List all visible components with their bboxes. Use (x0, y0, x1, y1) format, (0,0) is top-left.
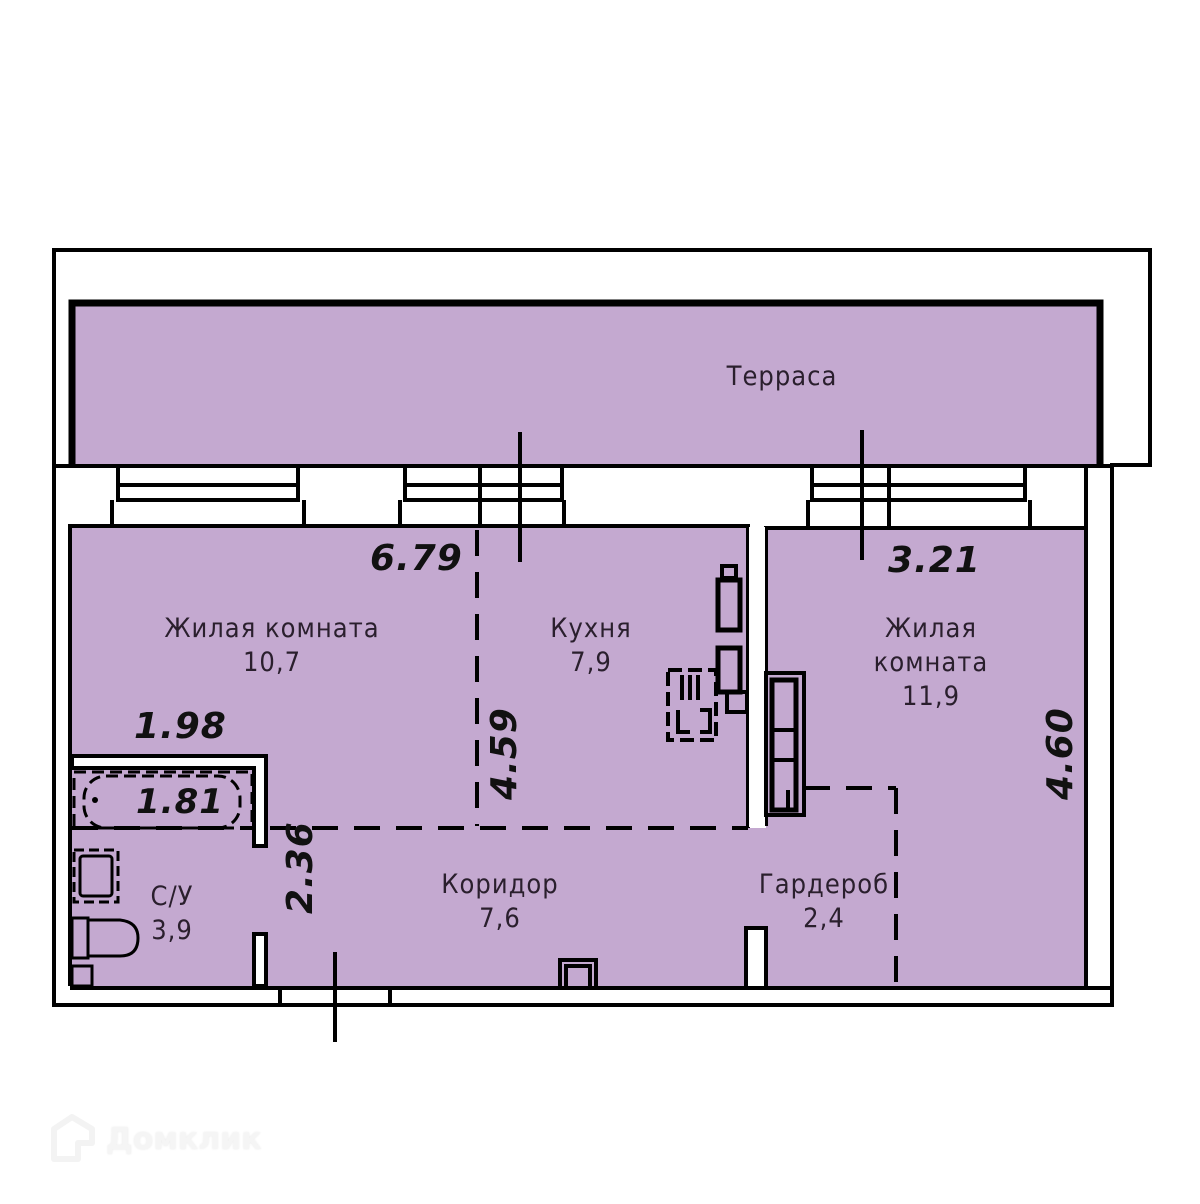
terrace-parapet (68, 299, 1104, 465)
room-name: С/У (150, 881, 194, 912)
dim-bath-width: 1.98 (134, 706, 227, 747)
room-name-line1: Жилая (885, 613, 977, 644)
dim-living1-width: 6.79 (370, 538, 463, 579)
dim-living2-width: 3.21 (888, 540, 981, 581)
watermark: Домклик (48, 1113, 262, 1165)
room-name: Гардероб (758, 869, 890, 900)
room-terrace-label: Терраса (727, 360, 838, 394)
toilet-icon (70, 916, 140, 988)
room-area: 7,9 (570, 647, 612, 678)
room-wardrobe-label: Гардероб 2,4 (759, 868, 889, 936)
room-bathroom-label: С/У 3,9 (151, 880, 194, 948)
watermark-text: Домклик (106, 1121, 262, 1157)
bath-wall-top (70, 754, 268, 848)
bathtub (72, 770, 254, 830)
dim-corridor-height: 2.36 (280, 821, 321, 914)
room-name: Жилая комната (164, 613, 380, 644)
house-logo-icon (51, 1114, 95, 1162)
kitchen-fixtures (666, 564, 749, 742)
terrace-floor (72, 303, 1100, 465)
vent-shaft (558, 958, 598, 990)
section-lines (333, 430, 864, 1042)
wardrobe-shelf (764, 671, 806, 817)
room-area: 3,9 (151, 915, 193, 946)
room-name-line2: комната (873, 647, 989, 678)
room-area: 11,9 (901, 681, 961, 712)
room-kitchen-label: Кухня 7,9 (550, 612, 631, 680)
entrance-door (278, 988, 392, 1005)
room-corridor-label: Коридор 7,6 (441, 868, 558, 936)
dim-bathtub: 1.81 (136, 782, 224, 822)
room-name: Коридор (441, 869, 559, 900)
dim-kitchen-height: 4.59 (484, 707, 525, 800)
room-name: Кухня (550, 613, 632, 644)
room-area: 7,6 (479, 903, 521, 934)
room-area: 2,4 (803, 903, 845, 934)
windows (110, 466, 1032, 526)
room-name: Терраса (726, 361, 838, 392)
bath-wall-bottom (252, 932, 268, 988)
room-area: 10,7 (242, 647, 302, 678)
dim-living2-height: 4.60 (1040, 707, 1081, 800)
right-floor (766, 528, 1086, 986)
room-living2-label: Жилая комната 11,9 (874, 612, 989, 714)
sink-icon (72, 848, 120, 904)
room-living1-label: Жилая комната 10,7 (164, 612, 379, 680)
wardrobe-wall-stub (744, 926, 768, 990)
